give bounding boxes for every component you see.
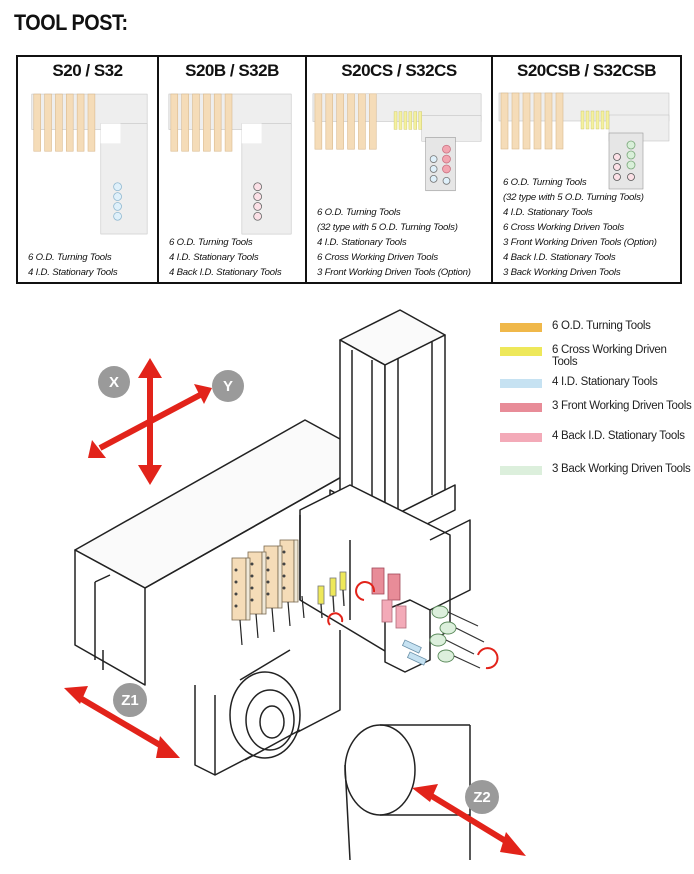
tool-post-layout-image	[312, 93, 482, 192]
machine-isometric-diagram: X Y Z1 Z2	[64, 309, 526, 861]
note-line: 3 Front Working Driven Tools (Option)	[503, 237, 657, 248]
note-line: 4 I.D. Stationary Tools	[503, 207, 593, 218]
note-line: 6 O.D. Turning Tools	[317, 207, 401, 218]
tool-post-layout-image	[498, 92, 670, 190]
tool-post-layout-image	[31, 93, 148, 235]
legend-label: 3 Front Working Driven Tools	[552, 400, 692, 412]
legend-swatch	[500, 403, 542, 412]
y-axis-label: Y	[223, 378, 233, 395]
note-line: 6 O.D. Turning Tools	[503, 177, 587, 188]
legend-label: 6 O.D. Turning Tools	[552, 320, 651, 332]
column-s20-s32: S20 / S32 6 O.D. Turning Tools 4 I.D. St…	[18, 57, 159, 282]
legend-label: 4 Back I.D. Stationary Tools	[552, 430, 685, 442]
x-axis-label: X	[109, 374, 119, 391]
note-line: 4 I.D. Stationary Tools	[317, 237, 407, 248]
page-title: TOOL POST:	[14, 10, 128, 35]
z2-axis-label: Z2	[473, 789, 491, 806]
legend-swatch	[500, 323, 542, 332]
column-notes: 6 O.D. Turning Tools 4 I.D. Stationary T…	[28, 250, 153, 280]
column-s20b-s32b: S20B / S32B 6 O.D. Turning Tools 4 I.D. …	[159, 57, 307, 282]
column-notes: 6 O.D. Turning Tools 4 I.D. Stationary T…	[169, 235, 301, 280]
note-line: 3 Back Working Driven Tools	[503, 267, 621, 278]
tool-post-layout-image	[168, 93, 292, 235]
note-line: 4 I.D. Stationary Tools	[28, 267, 118, 278]
column-s20cs-s32cs: S20CS / S32CS 6 O.D.	[307, 57, 493, 282]
note-line: (32 type with 5 O.D. Turning Tools)	[503, 192, 644, 203]
column-header: S20CSB / S32CSB	[517, 61, 656, 80]
column-notes: 6 O.D. Turning Tools (32 type with 5 O.D…	[503, 175, 676, 280]
legend-swatch	[500, 466, 542, 475]
note-line: 6 Cross Working Driven Tools	[317, 252, 438, 263]
column-s20csb-s32csb: S20CSB / S32CSB 6 O.D	[493, 57, 680, 282]
note-line: 4 Back I.D. Stationary Tools	[503, 252, 616, 263]
column-header: S20CS / S32CS	[341, 61, 457, 80]
legend-label: 6 Cross Working Driven Tools	[552, 344, 667, 368]
tool-post-table: S20 / S32 6 O.D. Turning Tools 4 I.D. St…	[16, 55, 682, 284]
legend-swatch	[500, 347, 542, 356]
legend-swatch	[500, 379, 542, 388]
note-line: 6 O.D. Turning Tools	[169, 237, 253, 248]
column-notes: 6 O.D. Turning Tools (32 type with 5 O.D…	[317, 205, 487, 280]
legend-label: 3 Back Working Driven Tools	[552, 463, 691, 475]
note-line: 4 Back I.D. Stationary Tools	[169, 267, 282, 278]
note-line: 3 Front Working Driven Tools (Option)	[317, 267, 471, 278]
note-line: 6 O.D. Turning Tools	[28, 252, 112, 263]
column-header: S20B / S32B	[185, 61, 279, 80]
legend-label: 4 I.D. Stationary Tools	[552, 376, 658, 388]
column-header: S20 / S32	[52, 61, 123, 80]
z1-axis-label: Z1	[121, 692, 139, 709]
legend-swatch	[500, 433, 542, 442]
note-line: (32 type with 5 O.D. Turning Tools)	[317, 222, 458, 233]
note-line: 4 I.D. Stationary Tools	[169, 252, 259, 263]
note-line: 6 Cross Working Driven Tools	[503, 222, 624, 233]
